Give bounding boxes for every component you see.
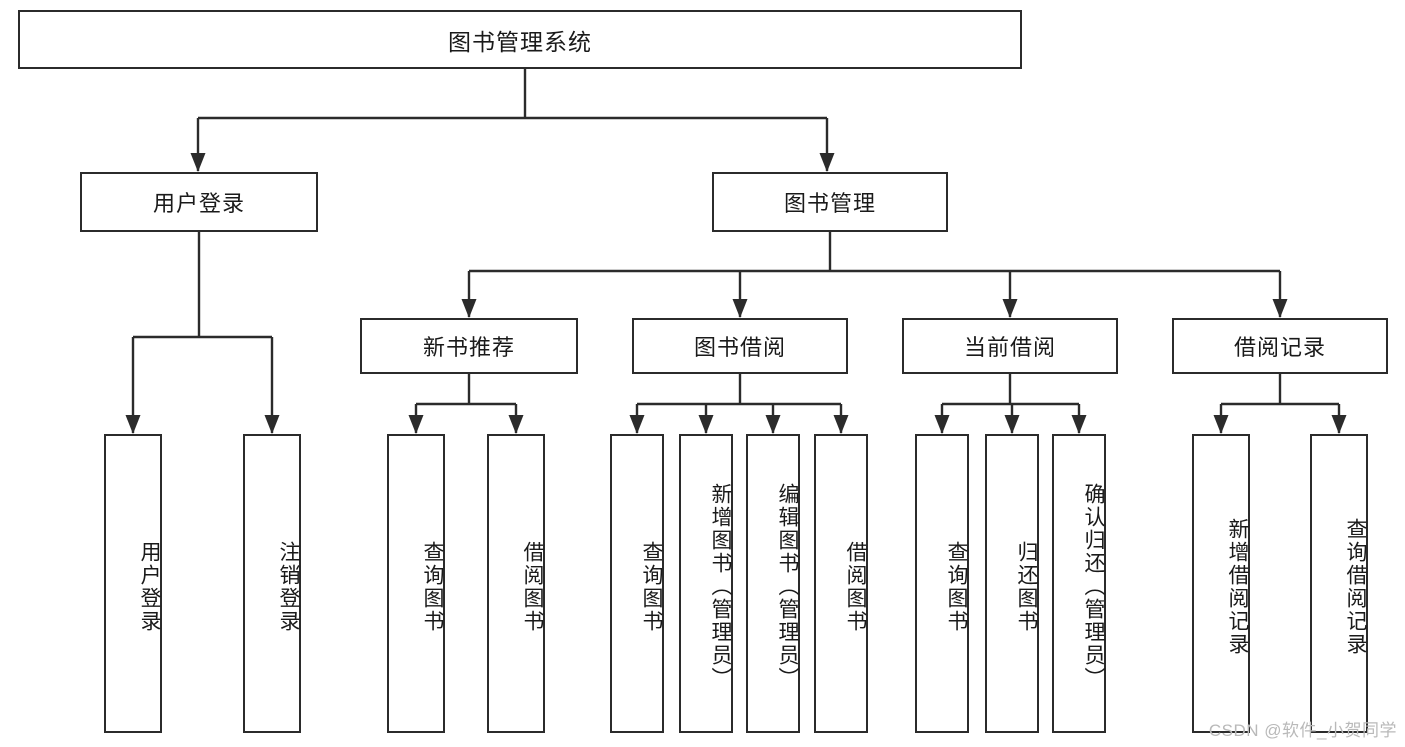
node-book-manage[interactable]: 图书管理 xyxy=(712,172,948,232)
arrow-icon-root-to-level2-1 xyxy=(819,153,835,172)
node-current-borrow-label: 当前借阅 xyxy=(963,335,1056,360)
arrow-icon-current-borrow-to-leaves-2 xyxy=(1071,415,1087,434)
arrow-icon-user-login-to-leaves-1 xyxy=(264,415,280,434)
node-leaf-query-book-3-label: 查询图书 xyxy=(945,540,968,633)
node-user-login-label: 用户登录 xyxy=(152,191,245,216)
node-leaf-user-login[interactable]: 用户登录 xyxy=(104,434,162,733)
node-leaf-add-book-admin-label: 新增图书（管理员） xyxy=(709,483,732,690)
node-borrow-record[interactable]: 借阅记录 xyxy=(1172,318,1388,374)
node-leaf-borrow-book-1[interactable]: 借阅图书 xyxy=(487,434,545,733)
node-leaf-add-borrow-record-label: 新增借阅记录 xyxy=(1226,517,1249,656)
node-root-label: 图书管理系统 xyxy=(448,28,592,55)
node-leaf-add-book-admin[interactable]: 新增图书（管理员） xyxy=(679,434,733,733)
arrow-icon-book-manage-to-level3-0 xyxy=(461,299,477,318)
arrow-icon-book-borrow-to-leaves-3 xyxy=(833,415,849,434)
node-root[interactable]: 图书管理系统 xyxy=(18,10,1022,69)
node-leaf-borrow-book-2-label: 借阅图书 xyxy=(844,540,867,633)
arrow-icon-user-login-to-leaves-0 xyxy=(125,415,141,434)
node-new-book-recommend-label: 新书推荐 xyxy=(422,335,515,360)
arrow-icon-book-borrow-to-leaves-2 xyxy=(765,415,781,434)
arrow-icon-current-borrow-to-leaves-1 xyxy=(1004,415,1020,434)
node-book-borrow-label: 图书借阅 xyxy=(693,335,786,360)
node-current-borrow[interactable]: 当前借阅 xyxy=(902,318,1118,374)
node-leaf-confirm-return-admin[interactable]: 确认归还（管理员） xyxy=(1052,434,1106,733)
node-leaf-return-book-label: 归还图书 xyxy=(1015,540,1038,633)
node-leaf-query-book-2[interactable]: 查询图书 xyxy=(610,434,664,733)
node-leaf-query-book-1[interactable]: 查询图书 xyxy=(387,434,445,733)
watermark-text: CSDN @软件_小贺同学 xyxy=(1208,721,1397,740)
node-leaf-confirm-return-admin-label: 确认归还（管理员） xyxy=(1082,483,1105,690)
node-leaf-query-book-3[interactable]: 查询图书 xyxy=(915,434,969,733)
arrow-icon-borrow-record-to-leaves-1 xyxy=(1331,415,1347,434)
node-leaf-return-book[interactable]: 归还图书 xyxy=(985,434,1039,733)
arrow-icon-book-borrow-to-leaves-1 xyxy=(698,415,714,434)
arrow-icon-root-to-level2-0 xyxy=(190,153,206,172)
node-leaf-query-borrow-record-label: 查询借阅记录 xyxy=(1344,517,1367,656)
arrow-icon-book-manage-to-level3-1 xyxy=(732,299,748,318)
node-leaf-edit-book-admin[interactable]: 编辑图书（管理员） xyxy=(746,434,800,733)
node-leaf-user-logout[interactable]: 注销登录 xyxy=(243,434,301,733)
node-new-book-recommend[interactable]: 新书推荐 xyxy=(360,318,578,374)
node-book-borrow[interactable]: 图书借阅 xyxy=(632,318,848,374)
arrow-icon-book-manage-to-level3-2 xyxy=(1002,299,1018,318)
node-user-login[interactable]: 用户登录 xyxy=(80,172,318,232)
node-leaf-user-logout-label: 注销登录 xyxy=(277,540,300,633)
node-leaf-query-book-2-label: 查询图书 xyxy=(640,540,663,633)
arrow-icon-new-book-recommend-to-leaves-0 xyxy=(408,415,424,434)
node-leaf-edit-book-admin-label: 编辑图书（管理员） xyxy=(776,483,799,690)
node-leaf-borrow-book-1-label: 借阅图书 xyxy=(521,540,544,633)
node-book-manage-label: 图书管理 xyxy=(783,191,876,216)
node-borrow-record-label: 借阅记录 xyxy=(1233,335,1326,360)
arrow-icon-book-borrow-to-leaves-0 xyxy=(629,415,645,434)
arrow-icon-book-manage-to-level3-3 xyxy=(1272,299,1288,318)
arrow-icon-borrow-record-to-leaves-0 xyxy=(1213,415,1229,434)
node-leaf-user-login-label: 用户登录 xyxy=(138,540,161,633)
node-leaf-query-book-1-label: 查询图书 xyxy=(421,540,444,633)
arrow-icon-current-borrow-to-leaves-0 xyxy=(934,415,950,434)
arrow-icon-new-book-recommend-to-leaves-1 xyxy=(508,415,524,434)
node-leaf-borrow-book-2[interactable]: 借阅图书 xyxy=(814,434,868,733)
node-leaf-query-borrow-record[interactable]: 查询借阅记录 xyxy=(1310,434,1368,733)
node-leaf-add-borrow-record[interactable]: 新增借阅记录 xyxy=(1192,434,1250,733)
